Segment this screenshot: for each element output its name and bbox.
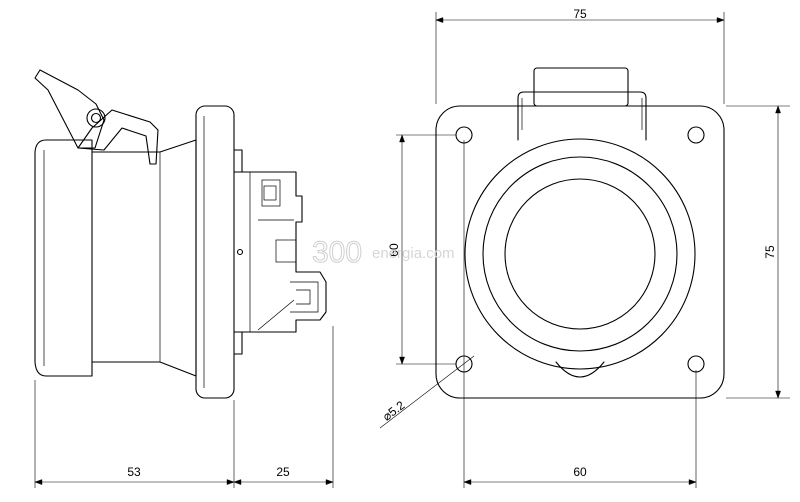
- dimension-labels: 75 75 60 60 53 25 ⌀5.2: [127, 7, 777, 479]
- dimension-lines: [34, 12, 790, 488]
- dim-label-53: 53: [127, 465, 141, 479]
- socket-outer-ring: [464, 138, 696, 370]
- lid-side-frame: [517, 91, 647, 141]
- rear-contact: [290, 281, 319, 313]
- dim-label-75-right: 75: [763, 245, 777, 259]
- lid-bracket: [77, 109, 159, 165]
- lid-side-frame-inner: [521, 98, 643, 130]
- dim-leader-hole: [379, 355, 475, 429]
- watermark: 300 energia.com: [312, 236, 455, 270]
- dim-label-75-top: 75: [573, 7, 587, 21]
- watermark-text: energia.com: [372, 245, 455, 262]
- rear-pin: [236, 248, 244, 256]
- rear-detail: [249, 172, 295, 332]
- lid-top-block: [533, 67, 629, 107]
- mounting-hole-bottom-right: [687, 355, 705, 373]
- front-plate: [435, 105, 725, 399]
- side-body: [91, 139, 197, 377]
- socket-inner-ring: [504, 178, 656, 330]
- rear-block: [233, 171, 327, 333]
- dim-label-60-vertical: 60: [387, 243, 401, 257]
- hinge-pin-outer: [86, 108, 106, 128]
- lid-lever: [34, 69, 105, 149]
- mounting-hole-top-right: [687, 126, 705, 144]
- terminal-screw-2: [263, 185, 277, 201]
- hinge-pin-inner: [90, 112, 102, 124]
- socket-latch: [555, 361, 605, 378]
- watermark-number: 300: [312, 236, 362, 269]
- front-view: [435, 67, 725, 399]
- terminal-screw-3: [275, 239, 297, 263]
- socket-middle-ring: [482, 156, 678, 352]
- side-flange: [195, 105, 235, 399]
- dim-label-60-bottom: 60: [573, 465, 587, 479]
- terminal-screw-1: [261, 179, 281, 207]
- front-cap: [34, 139, 93, 377]
- side-view: [34, 69, 327, 399]
- dim-label-hole-diameter: ⌀5.2: [380, 398, 408, 424]
- dim-label-25: 25: [276, 465, 290, 479]
- rear-neck: [233, 149, 243, 355]
